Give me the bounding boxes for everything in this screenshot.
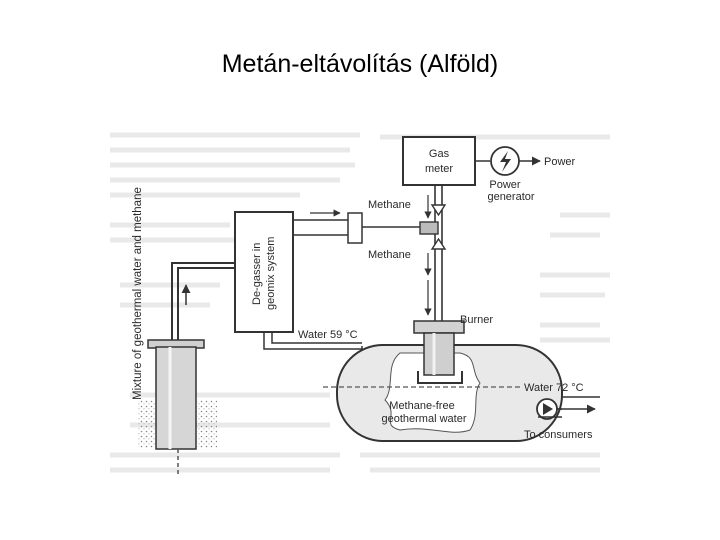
degasser-label-1: De-gasser in [251, 243, 263, 305]
slide-title: Metán-eltávolítás (Alföld) [221, 50, 499, 78]
burner-flame-tray [417, 371, 463, 384]
gas-meter-label-2: meter [425, 163, 453, 175]
water-72-label: Water 72 °C [524, 382, 584, 394]
tank-cutaway [384, 352, 481, 433]
lightning-icon [500, 151, 511, 172]
valve-upper [430, 204, 447, 217]
burner-pipe [423, 332, 455, 376]
power-label: Power [544, 156, 576, 168]
methane-label-upper: Methane [368, 199, 411, 211]
degasser [234, 211, 294, 333]
to-consumers-label: To consumers [524, 429, 593, 441]
ground-left [138, 400, 158, 448]
ground-right [197, 400, 217, 448]
gas-meter-label-1: Gas [429, 148, 450, 160]
degasser-outlet-box [347, 212, 363, 244]
burner-label: Burner [460, 314, 493, 326]
valve-body [419, 221, 439, 235]
water-59-label: Water 59 °C [298, 329, 358, 341]
methane-removal-diagram: Mixture of geothermal water and methane … [110, 132, 610, 475]
pump-arrow-icon [543, 403, 553, 415]
methane-label-lower: Methane [368, 249, 411, 261]
power-generator-label-1: Power [489, 179, 521, 191]
tank-label-2: geothermal water [382, 413, 467, 425]
degasser-label-2: geomix system [265, 237, 277, 310]
gas-meter [402, 136, 476, 186]
vertical-label: Mixture of geothermal water and methane [132, 187, 144, 400]
tank-label-1: Methane-free [389, 400, 454, 412]
well [155, 346, 197, 450]
burner-head [413, 320, 465, 334]
valve-lower [430, 237, 447, 250]
well-to-degasser-pipe [171, 262, 235, 340]
power-generator-label-2: generator [487, 191, 534, 203]
